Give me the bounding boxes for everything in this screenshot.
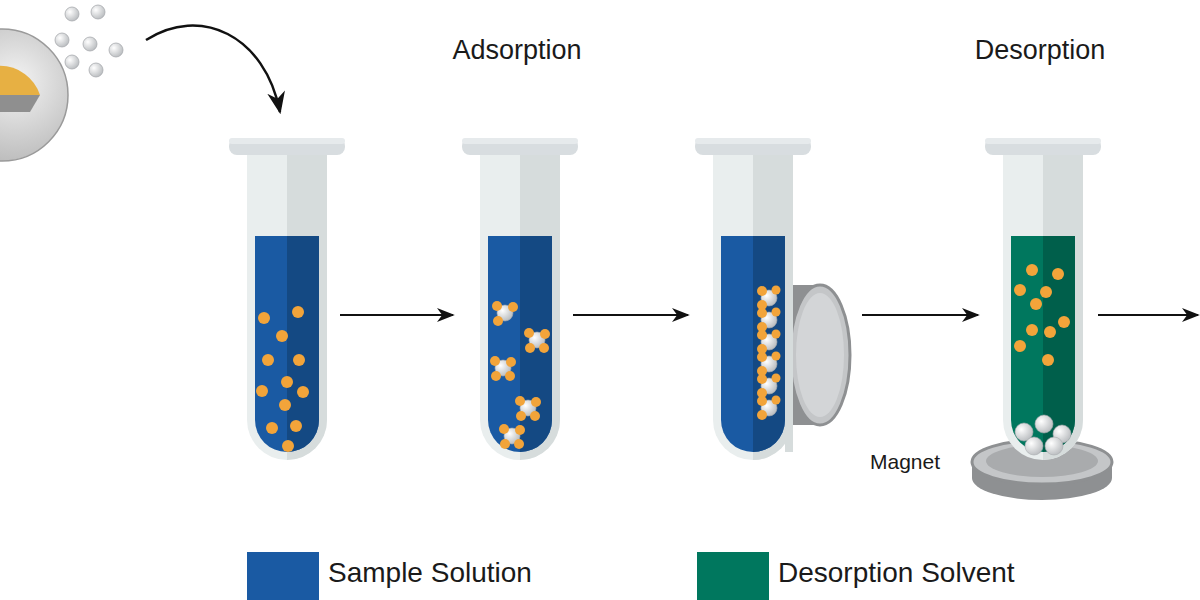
step-heading: Desorption [975, 36, 1106, 66]
bead-core [0, 29, 68, 161]
magnetic-bead [83, 37, 97, 51]
magnetic-bead [109, 43, 123, 57]
test-tube [229, 138, 345, 460]
legend-swatch [697, 552, 769, 600]
magnetic-bead [55, 33, 69, 47]
test-tube [462, 138, 578, 460]
test-tube [985, 138, 1101, 460]
magnet-label: Magnet [870, 450, 940, 473]
magnetic-bead [65, 55, 79, 69]
flow-arrow [573, 314, 688, 316]
magnetic-bead [91, 5, 105, 19]
flow-arrow [1098, 314, 1198, 316]
flow-arrow [340, 314, 453, 316]
magnetic-bead [89, 63, 103, 77]
step-heading: Adsorption [452, 36, 581, 66]
legend-swatch [247, 552, 319, 600]
magnetic-bead [65, 7, 79, 21]
legend-text: Desorption Solvent [778, 558, 1015, 589]
curved-arrow [146, 25, 280, 112]
legend-text: Sample Solution [328, 558, 532, 589]
magnet [790, 285, 850, 425]
flow-arrow [862, 314, 978, 316]
